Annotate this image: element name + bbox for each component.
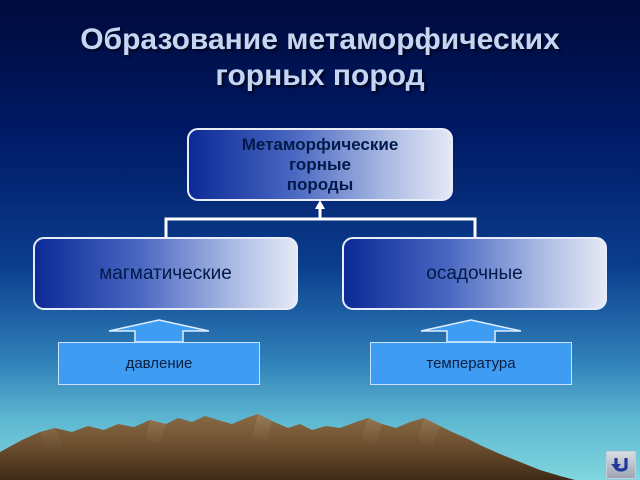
sedimentary-rocks-label: осадочные (426, 262, 523, 284)
connector-arrowhead (315, 200, 325, 209)
root-node-line-3: породы (286, 174, 354, 194)
root-node-line-1: Метаморфические (241, 134, 399, 154)
root-node-line-2: горные (289, 154, 351, 174)
igneous-rocks-node: магматические (33, 237, 298, 310)
pressure-arrow (108, 319, 210, 343)
slide-title: Образование метаморфических горных пород (0, 22, 640, 94)
temperature-box: температура (370, 342, 572, 385)
pressure-label: давление (125, 355, 193, 372)
slide-title-line-1: Образование метаморфических (80, 23, 560, 56)
connector-lines (164, 208, 477, 237)
sedimentary-rocks-node: осадочные (342, 237, 607, 310)
u-turn-back-icon (611, 458, 628, 472)
igneous-rocks-label: магматические (99, 262, 232, 284)
return-nav-button[interactable] (606, 451, 636, 479)
metamorphic-rocks-node: Метаморфические горные породы (187, 128, 453, 201)
temperature-arrow (420, 319, 522, 343)
temperature-label: температура (426, 355, 516, 372)
mountain-range (0, 414, 575, 480)
slide-title-line-2: горных пород (215, 59, 425, 92)
pressure-box: давление (58, 342, 260, 385)
